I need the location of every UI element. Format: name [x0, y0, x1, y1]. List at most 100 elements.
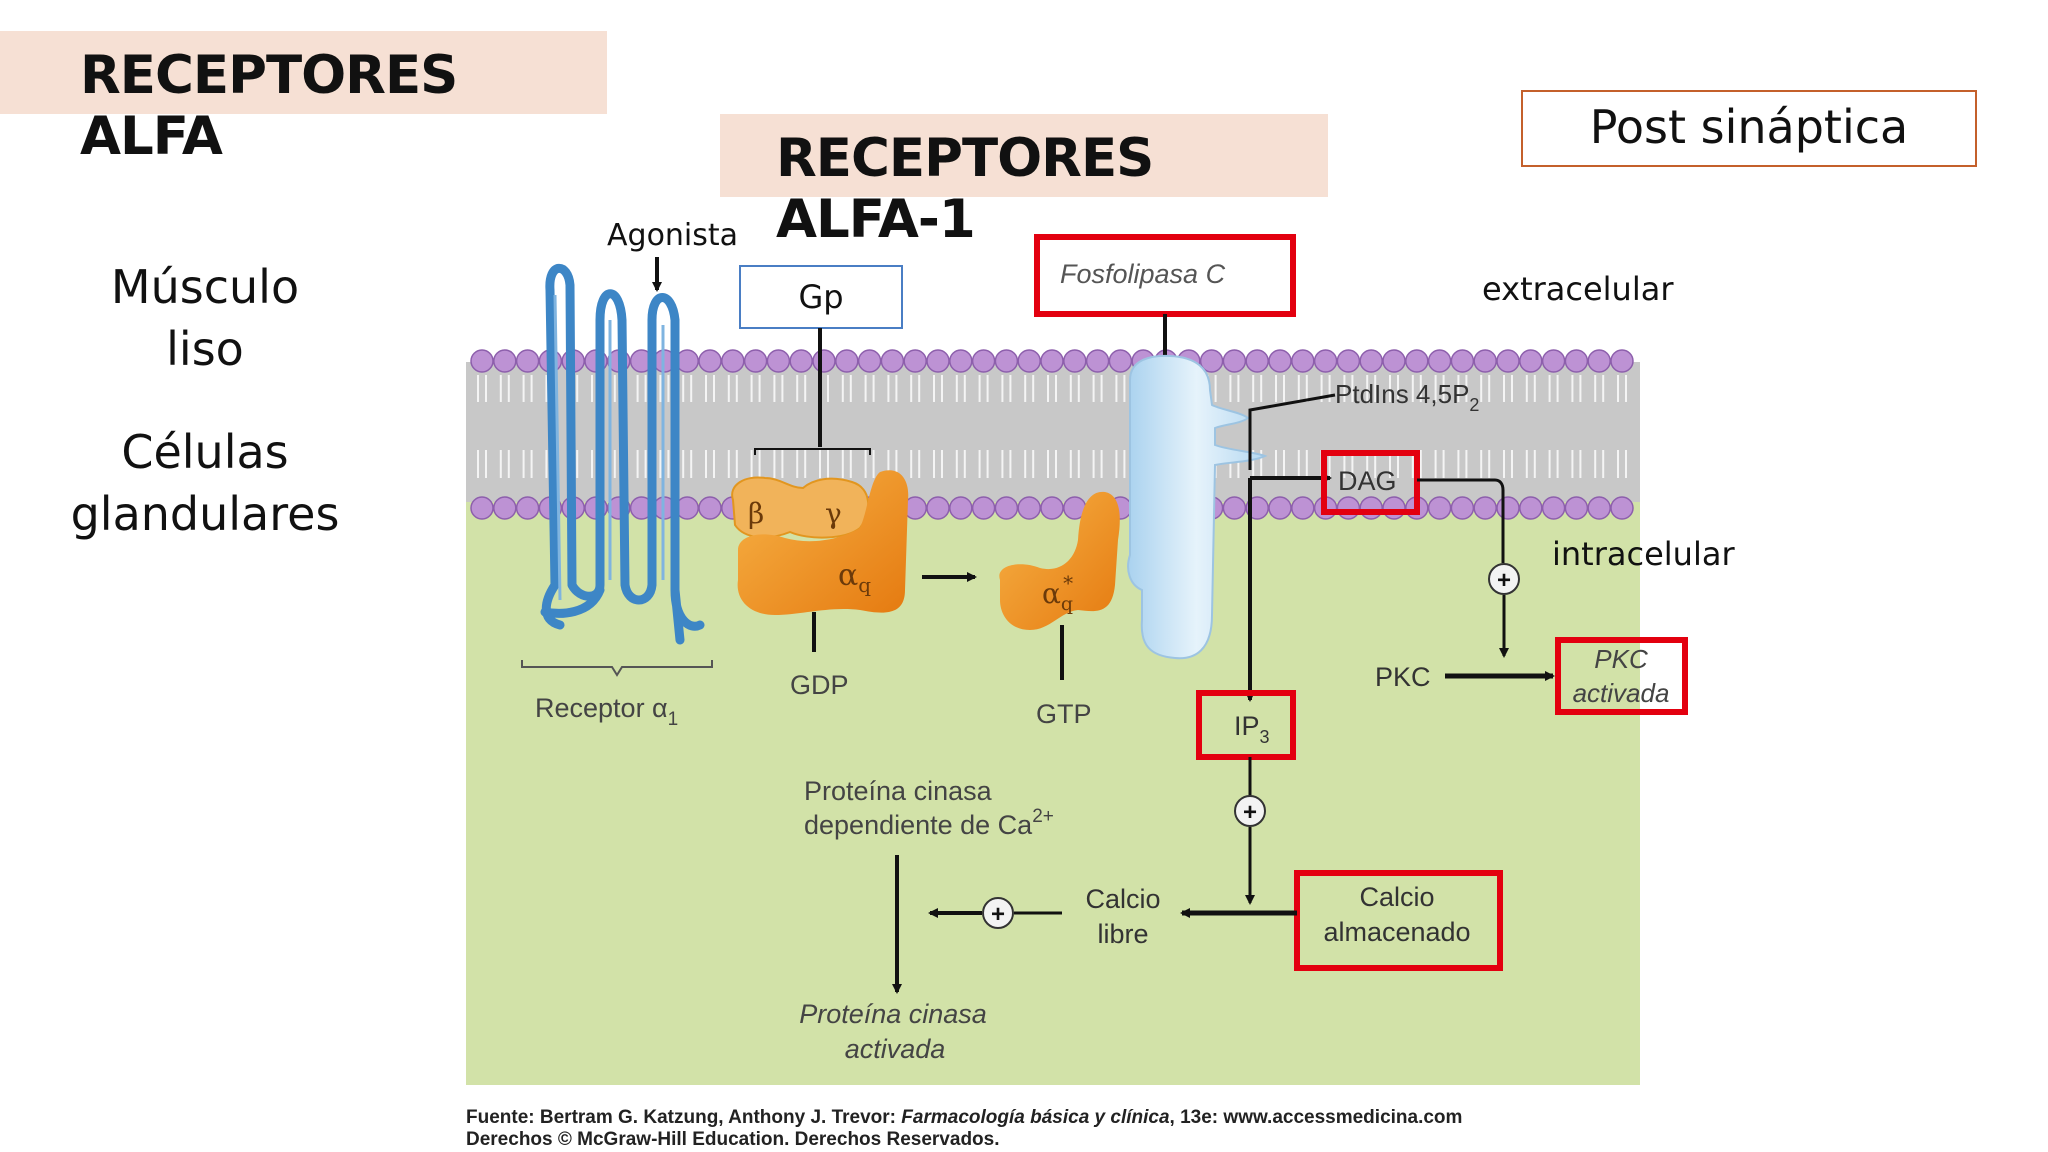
- lipid-head: [1382, 349, 1406, 373]
- pip2-label-sub: 2: [1469, 395, 1479, 415]
- lipid-head: [971, 496, 996, 520]
- pkc-label: PKC: [1375, 662, 1431, 692]
- ip3-label-text: IP: [1234, 711, 1260, 741]
- lipid-head: [926, 349, 950, 373]
- gtp-label: GTP: [1036, 699, 1092, 729]
- free-calcium-line1: Calcio: [1085, 884, 1160, 914]
- lipid-head: [971, 349, 996, 373]
- source-line-1: Fuente: Bertram G. Katzung, Anthony J. T…: [466, 1107, 1462, 1129]
- pip2-label: PtdIns 4,5P2: [1335, 379, 1479, 415]
- lipid-head: [1245, 349, 1269, 373]
- lipid-head: [1473, 496, 1497, 520]
- lipid-head: [1040, 496, 1064, 520]
- kinase-line1: Proteína cinasa: [804, 776, 993, 806]
- lipid-head: [698, 349, 722, 373]
- tissue-line-3: Células: [121, 425, 289, 479]
- lipid-head: [1382, 496, 1406, 520]
- lipid-head: [766, 349, 791, 373]
- plc-enzyme: [1127, 354, 1268, 660]
- calcium-plus-sign: +: [991, 901, 1005, 928]
- location-box: Post sináptica: [1521, 90, 1977, 167]
- tissue-line-4: glandulares: [70, 487, 340, 541]
- receptor-label: Receptor α1: [535, 693, 678, 730]
- alpha-q-label-text: α: [838, 558, 858, 593]
- dag-to-pkc-line: [1417, 478, 1505, 563]
- lipid-head: [1040, 349, 1064, 373]
- lipid-head: [1427, 349, 1452, 373]
- lipid-head: [880, 349, 905, 373]
- lipid-head: [994, 349, 1019, 373]
- lipid-head: [1405, 349, 1429, 373]
- ip3-plus-circle: [1234, 795, 1266, 827]
- stored-calcium-highlight-box: [1294, 870, 1503, 971]
- lipid-head: [1291, 496, 1315, 520]
- lipid-head: [1313, 349, 1338, 373]
- lipid-head: [1359, 349, 1383, 373]
- sub-title: RECEPTORES ALFA-1: [776, 128, 1154, 250]
- lipid-head: [493, 349, 517, 373]
- agonist-label: Agonista: [607, 218, 738, 253]
- lipid-head: [1017, 496, 1041, 520]
- beta-gamma-subunit: [731, 476, 870, 539]
- calcium-plus-circle: [982, 897, 1014, 929]
- lipid-head: [470, 496, 494, 520]
- kinase-line2-sup: 2+: [1032, 806, 1054, 827]
- alpha1-receptor: [540, 263, 705, 645]
- activated-alpha-q-sub: q: [1061, 593, 1073, 615]
- lipid-head: [1199, 349, 1224, 373]
- lipid-head: [903, 349, 927, 373]
- location-label: Post sináptica: [1589, 100, 1909, 154]
- lipid-head: [1268, 349, 1292, 373]
- kinase-line2: dependiente de Ca2+: [804, 806, 1054, 840]
- main-title: RECEPTORES ALFA: [80, 45, 458, 167]
- tissue-line-1: Músculo: [110, 260, 300, 314]
- lipid-head: [1336, 496, 1361, 520]
- lipid-head: [1473, 349, 1497, 373]
- ip3-label: IP3: [1234, 711, 1270, 747]
- lipid-head: [1496, 349, 1520, 373]
- lipid-head: [1450, 349, 1475, 373]
- lipid-head: [1108, 349, 1133, 373]
- gp-label: Gp: [798, 278, 843, 316]
- extracellular-label: extracelular: [1482, 270, 1674, 308]
- plc-label: Fosfolipasa C: [1060, 259, 1226, 289]
- pkc-active-line2: activada: [1573, 678, 1670, 708]
- kinase-active-line2: activada: [845, 1034, 946, 1064]
- dag-plus-circle: [1488, 563, 1520, 595]
- alpha-q-label-sub: q: [858, 573, 871, 597]
- ip3-highlight-box: [1196, 690, 1296, 760]
- lipid-head: [1427, 496, 1452, 520]
- source-line-2: Derechos © McGraw-Hill Education. Derech…: [466, 1129, 1000, 1150]
- dag-plus-sign: +: [1497, 567, 1511, 594]
- lipid-head: [1564, 496, 1589, 520]
- gp-box: [739, 265, 903, 329]
- receptor-label-text: Receptor α: [535, 693, 668, 723]
- source-book-title: Farmacología básica y clínica: [901, 1107, 1170, 1128]
- source-authors: Fuente: Bertram G. Katzung, Anthony J. T…: [466, 1107, 902, 1128]
- kinase-line2-text: dependiente de Ca: [804, 810, 1033, 840]
- lipid-head: [1291, 349, 1315, 373]
- lipid-head: [1017, 349, 1041, 373]
- lipid-head: [470, 349, 494, 373]
- dag-highlight-box: [1321, 450, 1420, 515]
- lipid-head: [1222, 496, 1247, 520]
- tissue-smooth-muscle: Músculo liso: [95, 256, 315, 380]
- lipid-head: [493, 496, 517, 520]
- lipid-head: [994, 496, 1019, 520]
- sub-title-banner: RECEPTORES ALFA-1: [720, 114, 1328, 250]
- activated-alpha-q-star: *: [1063, 571, 1073, 595]
- lipid-head: [1587, 349, 1611, 373]
- alpha-q-label: αq: [838, 558, 871, 597]
- alpha-q-subunit: [737, 470, 909, 615]
- lipid-head: [1564, 349, 1589, 373]
- main-title-banner: RECEPTORES ALFA: [0, 31, 607, 167]
- lipid-head: [949, 349, 973, 373]
- pkc-active-line1: PKC: [1594, 644, 1648, 674]
- lipid-head: [857, 349, 882, 373]
- lipid-head: [1359, 496, 1383, 520]
- dag-label: DAG: [1338, 466, 1397, 496]
- ip3-plus-sign: +: [1243, 799, 1257, 826]
- activated-alpha-q: [999, 491, 1120, 630]
- lipid-head: [926, 496, 950, 520]
